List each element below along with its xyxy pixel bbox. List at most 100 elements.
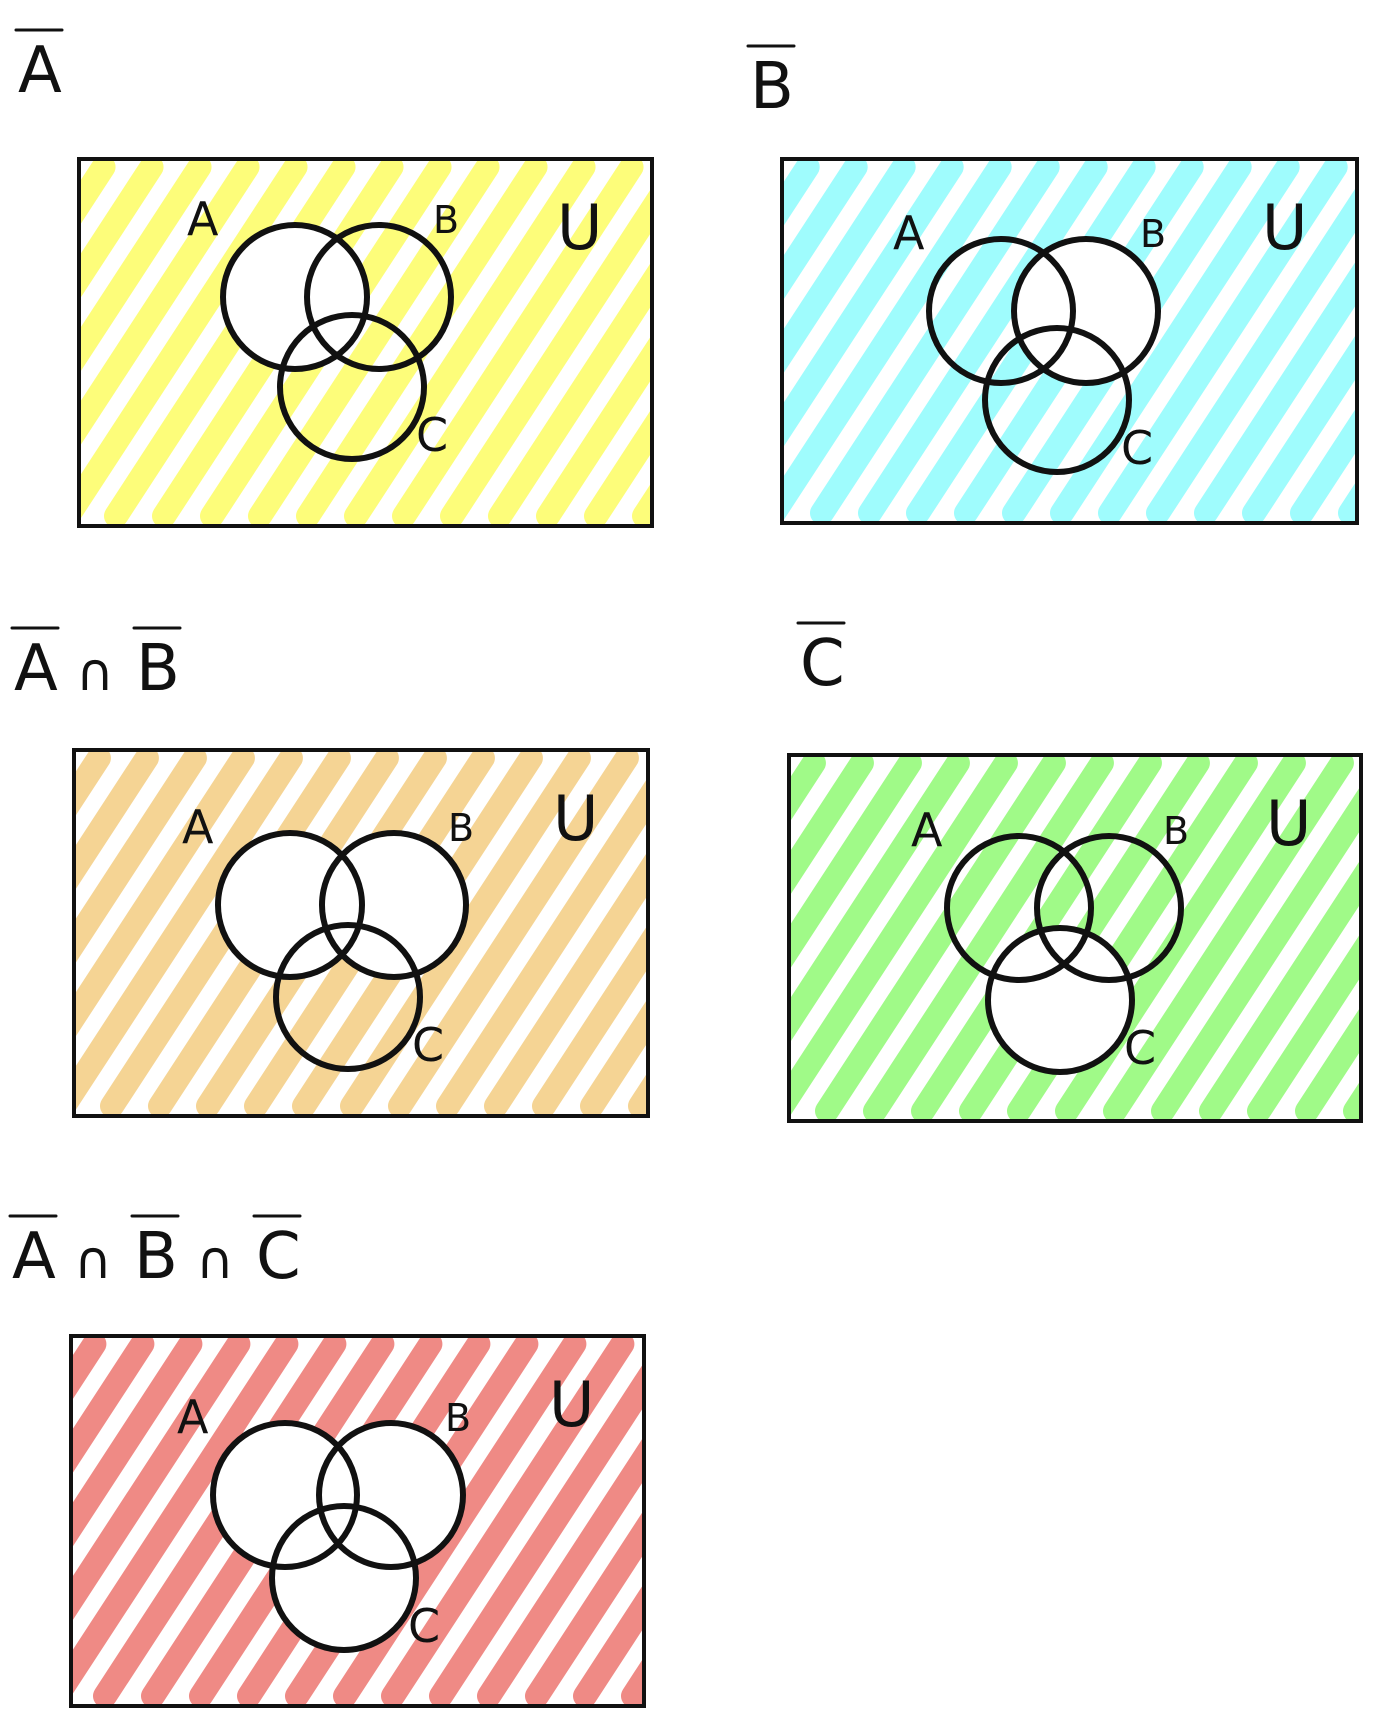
shading-stroke [1103, 751, 1354, 1123]
set-label-c: C [408, 1599, 440, 1653]
shading-stroke [623, 751, 874, 1123]
shading-strokes [431, 751, 1393, 1123]
universe-box [780, 157, 1359, 525]
shading-stroke [237, 1332, 491, 1708]
venn-panel-not-c: C A B C U [431, 621, 1393, 1123]
shading-stroke [344, 155, 596, 528]
set-label-b: B [1163, 809, 1189, 853]
shading-stroke [719, 751, 970, 1123]
set-label-c: C [1124, 1021, 1156, 1075]
set-label-b: B [433, 198, 459, 242]
shading-strokes [0, 1332, 923, 1708]
shading-stroke [189, 1332, 443, 1708]
shading-stroke [0, 1332, 107, 1511]
shading-stroke [0, 746, 207, 1079]
shading-stroke [714, 155, 964, 525]
shading-stroke [1290, 351, 1393, 525]
circle-c [985, 925, 1135, 1075]
shading-stroke [0, 746, 111, 932]
shading-stroke [858, 155, 1108, 525]
circle-b [304, 222, 454, 372]
circle-a [210, 1420, 360, 1570]
shading-stroke [522, 155, 772, 525]
shading-stroke [388, 746, 639, 1118]
shading-stroke [440, 155, 692, 528]
set-label-b: B [445, 1396, 471, 1440]
shading-stroke [0, 746, 63, 859]
title-set-c: C [256, 1220, 301, 1294]
circle-c [277, 312, 427, 462]
shading-stroke [292, 746, 543, 1118]
set-label-a: A [911, 803, 943, 857]
shading-stroke [954, 155, 1204, 525]
title-set-a: A [18, 34, 62, 108]
shading-stroke [0, 1332, 59, 1438]
shading-stroke [0, 1332, 203, 1659]
panel-title: A [14, 28, 64, 108]
shading-stroke [426, 155, 676, 525]
shading-stroke [488, 155, 740, 528]
shading-stroke [1199, 809, 1393, 1123]
title-intersection-symbol: ∩ [76, 643, 114, 703]
title-intersection-symbol: ∩ [196, 1231, 234, 1291]
shading-stroke [1194, 204, 1393, 525]
circle-c [982, 325, 1132, 475]
set-label-u: U [553, 782, 598, 855]
shading-stroke [621, 1332, 875, 1708]
set-label-b: B [1140, 212, 1166, 256]
set-label-c: C [1121, 421, 1153, 475]
set-label-a: A [187, 192, 219, 246]
shading-stroke [392, 155, 644, 528]
shading-stroke [0, 1332, 155, 1585]
universe-box [787, 753, 1363, 1123]
shading-stroke [669, 1332, 923, 1708]
shading-stroke [285, 1332, 539, 1708]
shading-stroke [762, 155, 1012, 525]
panel-title: B [746, 44, 796, 124]
shading-stroke [666, 155, 916, 525]
panel-title: A∩B∩C [8, 1214, 302, 1294]
shading-stroke [911, 751, 1162, 1123]
title-set-a: A [14, 632, 58, 706]
shading-stroke [0, 1332, 251, 1708]
shading-stroke [906, 155, 1156, 525]
shading-stroke [671, 751, 922, 1123]
title-set-a: A [12, 1220, 56, 1294]
shading-stroke [152, 155, 404, 528]
shading-stroke [296, 155, 548, 528]
circle-b [1034, 833, 1184, 983]
shading-stroke [0, 155, 164, 422]
shading-stroke [0, 155, 68, 275]
shading-stroke [1146, 155, 1393, 525]
shading-stroke [45, 1332, 299, 1708]
shading-stroke [0, 155, 116, 348]
shading-stroke [56, 155, 308, 528]
set-label-a: A [182, 800, 214, 854]
circle-c [273, 922, 423, 1072]
shading-stroke [4, 746, 255, 1118]
shading-strokes [426, 155, 1393, 525]
shading-stroke [8, 155, 260, 528]
circle-b [319, 830, 469, 980]
shading-stroke [474, 155, 724, 525]
shading-stroke [477, 1332, 731, 1708]
shading-stroke [525, 1332, 779, 1708]
panel-title: C [796, 621, 846, 701]
title-set-b: B [750, 50, 794, 124]
shading-stroke [1242, 277, 1393, 525]
circle-a [215, 830, 365, 980]
shading-stroke [1007, 751, 1258, 1123]
shading-stroke [573, 1332, 827, 1708]
shading-stroke [632, 155, 884, 528]
circle-c [269, 1503, 419, 1653]
shading-stroke [575, 751, 826, 1123]
set-label-a: A [177, 1390, 209, 1444]
shading-stroke [584, 155, 836, 528]
universe-box [69, 1334, 646, 1708]
circle-a [220, 222, 370, 372]
shading-stroke [0, 155, 212, 496]
shading-stroke [141, 1332, 395, 1708]
